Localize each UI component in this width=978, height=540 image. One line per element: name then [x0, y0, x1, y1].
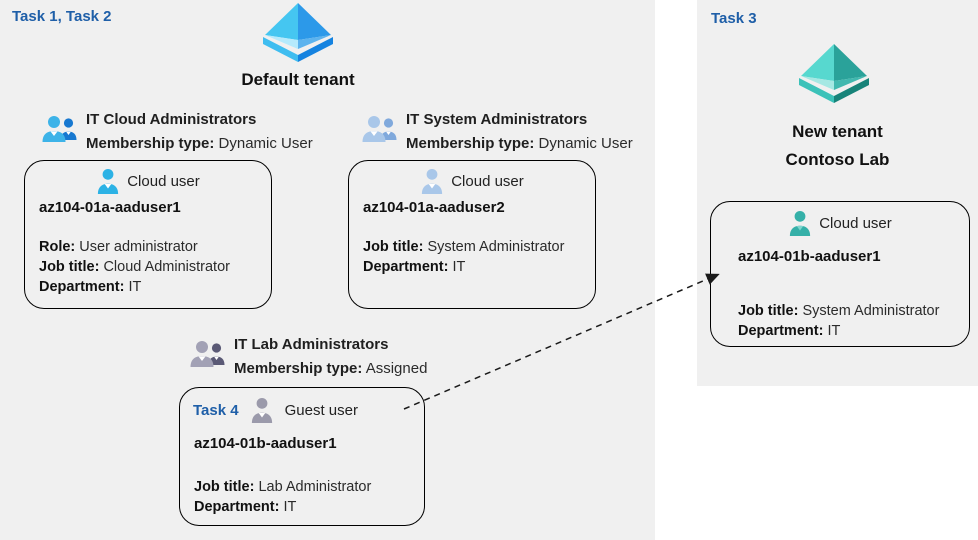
field-label: Department:: [363, 259, 449, 275]
card-header: Cloud user: [711, 210, 969, 237]
field-label: Department:: [194, 499, 280, 515]
group-people-icon: [362, 116, 397, 142]
task-3-label: Task 3: [711, 10, 757, 27]
user-fields: Job title: Lab Administrator Department:…: [194, 477, 371, 517]
field-label: Role:: [39, 239, 76, 255]
group-it-cloud-administrators: IT Cloud Administrators Membership type:…: [42, 108, 313, 156]
default-tenant-panel: Task 1, Task 2 Default tenant IT Cloud A…: [0, 0, 655, 540]
group-name: IT Lab Administrators: [234, 336, 389, 353]
membership-type-label: Membership type:: [86, 135, 215, 152]
new-tenant-title: New tenant Contoso Lab: [697, 118, 978, 174]
user-fields: Job title: System Administrator Departme…: [363, 237, 564, 277]
cloud-user-icon: [422, 168, 443, 195]
guest-user-card-aaduser1: Task 4 Guest user az104-01b-aaduser1 Job…: [179, 387, 425, 526]
user-card-aaduser1: Cloud user az104-01a-aaduser1 Role: User…: [24, 160, 272, 309]
guest-user-icon: [251, 397, 272, 424]
field-label: Department:: [738, 323, 824, 339]
group-it-lab-administrators: IT Lab Administrators Membership type: A…: [190, 333, 427, 381]
azure-ad-new-tenant-icon: [799, 44, 869, 103]
membership-type-label: Membership type:: [234, 360, 363, 377]
field-value: IT: [128, 279, 142, 295]
default-tenant-title: Default tenant: [241, 70, 355, 89]
field-label: Job title:: [194, 479, 255, 495]
user-type-label: Cloud user: [451, 173, 524, 190]
user-name: az104-01b-aaduser1: [738, 248, 881, 265]
user-card-aaduser1b: Cloud user az104-01b-aaduser1 Job title:…: [710, 201, 970, 347]
group-name: IT System Administrators: [406, 111, 588, 128]
field-value: System Administrator: [802, 303, 940, 319]
group-it-system-administrators: IT System Administrators Membership type…: [362, 108, 633, 156]
azure-ad-tenant-icon: [263, 3, 333, 62]
field-value: IT: [452, 259, 466, 275]
user-name: az104-01a-aaduser2: [363, 199, 505, 216]
field-label: Job title:: [363, 239, 424, 255]
group-name: IT Cloud Administrators: [86, 111, 257, 128]
field-value: IT: [827, 323, 841, 339]
field-label: Job title:: [39, 259, 100, 275]
new-tenant-panel: Task 3 New tenant Contoso Lab Cloud user: [697, 0, 978, 386]
membership-type-value: Dynamic User: [218, 135, 313, 152]
task-1-2-label: Task 1, Task 2: [12, 8, 112, 25]
user-fields: Role: User administrator Job title: Clou…: [39, 237, 230, 297]
user-name: az104-01b-aaduser1: [194, 435, 337, 452]
cloud-user-icon: [790, 210, 811, 237]
user-name: az104-01a-aaduser1: [39, 199, 181, 216]
membership-type-value: Dynamic User: [538, 135, 633, 152]
membership-type-label: Membership type:: [406, 135, 535, 152]
group-people-icon: [42, 116, 77, 142]
card-header: Cloud user: [25, 168, 271, 195]
user-type-label: Guest user: [284, 402, 358, 419]
new-tenant-title-line1: New tenant: [792, 122, 883, 141]
task-4-label: Task 4: [193, 402, 239, 419]
user-fields: Job title: System Administrator Departme…: [738, 301, 939, 341]
field-label: Department:: [39, 279, 125, 295]
field-value: User administrator: [79, 239, 198, 255]
new-tenant-title-line2: Contoso Lab: [785, 150, 890, 169]
field-label: Job title:: [738, 303, 799, 319]
cloud-user-icon: [98, 168, 119, 195]
card-header: Task 4 Guest user: [180, 397, 424, 424]
membership-type-value: Assigned: [365, 360, 428, 377]
field-value: Lab Administrator: [258, 479, 372, 495]
user-card-aaduser2: Cloud user az104-01a-aaduser2 Job title:…: [348, 160, 596, 309]
card-header: Cloud user: [349, 168, 595, 195]
user-type-label: Cloud user: [127, 173, 200, 190]
field-value: System Administrator: [427, 239, 565, 255]
user-type-label: Cloud user: [819, 215, 892, 232]
field-value: Cloud Administrator: [103, 259, 230, 275]
group-people-icon: [190, 341, 225, 367]
field-value: IT: [283, 499, 297, 515]
